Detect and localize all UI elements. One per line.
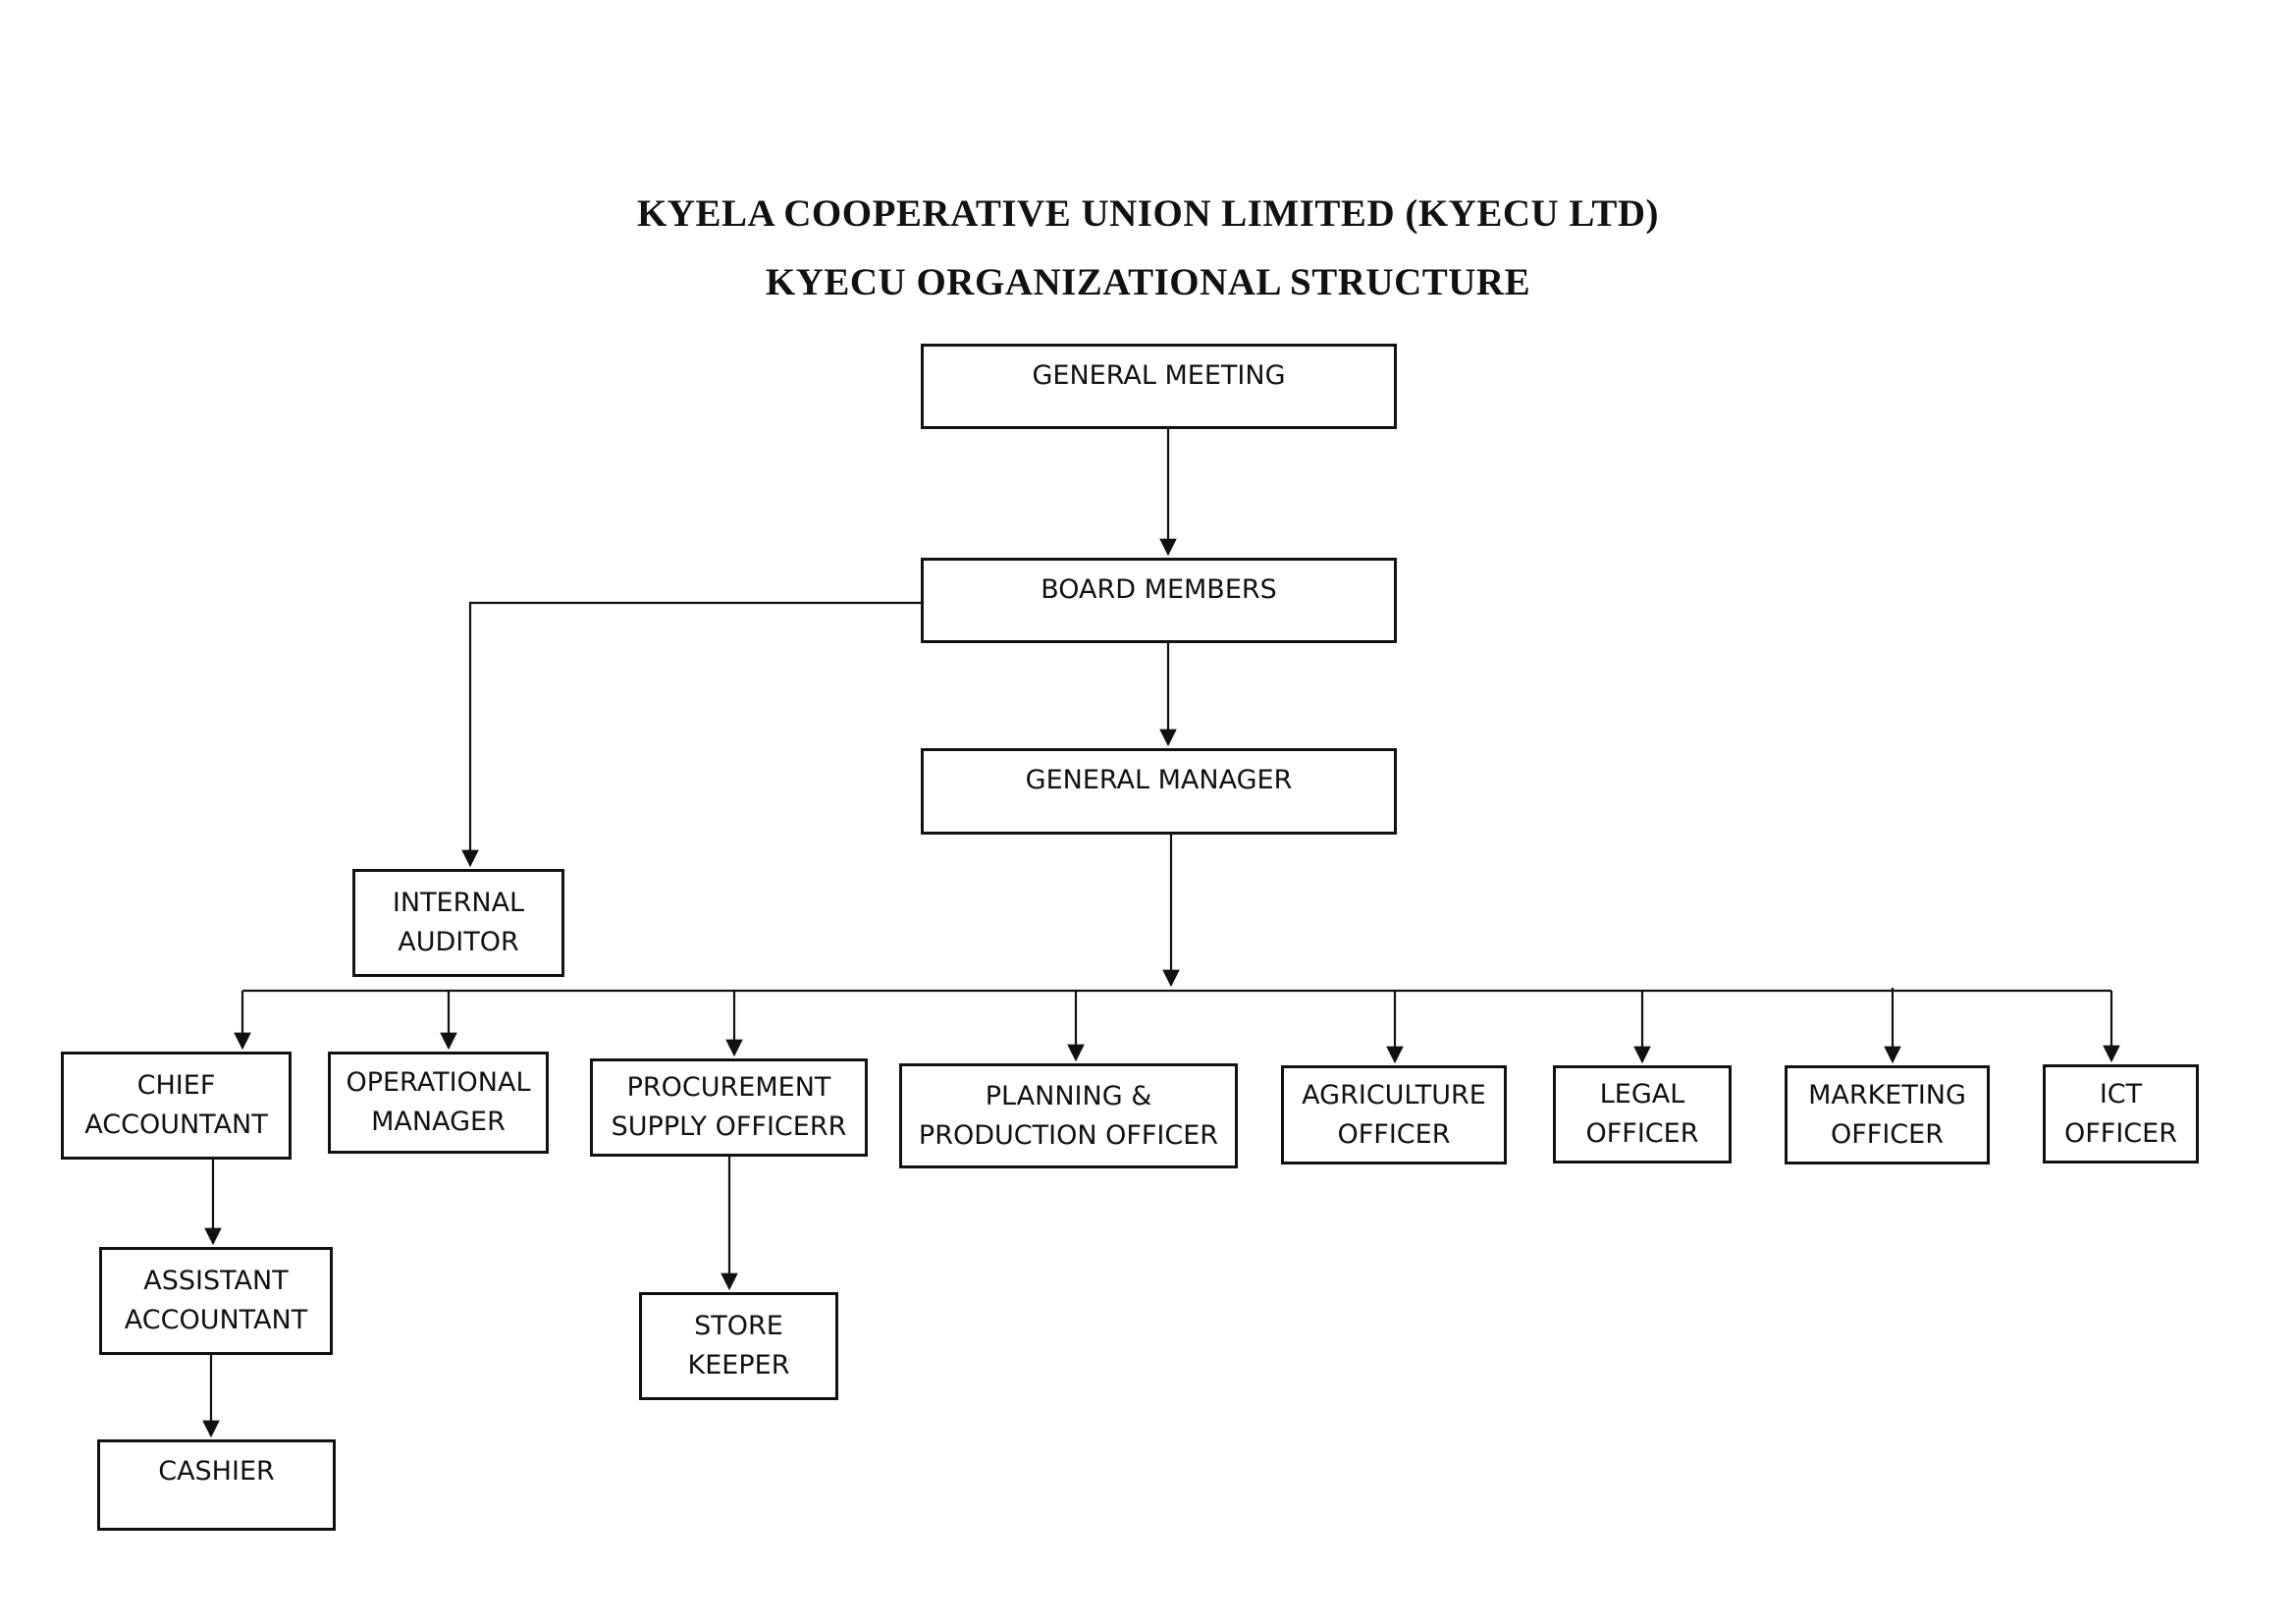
node-marketing-officer: MARKETING OFFICER [1785, 1065, 1990, 1164]
node-label-line-2: OFFICER [1337, 1118, 1451, 1150]
diagram-subtitle: KYECU ORGANIZATIONAL STRUCTURE [765, 261, 1531, 303]
diagram-title: KYELA COOPERATIVE UNION LIMITED (KYECU L… [636, 192, 1660, 235]
node-label-line-2: MANAGER [371, 1107, 506, 1137]
node-internal-auditor: INTERNAL AUDITOR [352, 869, 564, 977]
node-label-line-2: SUPPLY OFFICERR [611, 1111, 847, 1142]
node-label: CASHIER [158, 1456, 275, 1487]
node-label-line-2: ACCOUNTANT [124, 1305, 308, 1335]
node-label-line-1: PLANNING & [985, 1080, 1152, 1111]
node-procurement-supply-officer: PROCUREMENT SUPPLY OFFICERR [590, 1058, 868, 1157]
edge-board-to-auditor [461, 601, 921, 868]
node-label-line-1: ASSISTANT [143, 1266, 289, 1296]
node-ict-officer: ICT OFFICER [2043, 1064, 2199, 1164]
node-label-line-1: LEGAL [1599, 1079, 1685, 1110]
node-label-line-1: MARKETING [1808, 1079, 1966, 1110]
node-label-line-2: OFFICER [1831, 1118, 1944, 1150]
node-label-line-1: AGRICULTURE [1302, 1079, 1486, 1110]
node-label-line-2: KEEPER [687, 1350, 790, 1380]
node-label: GENERAL MEETING [1032, 360, 1286, 391]
node-operational-manager: OPERATIONAL MANAGER [328, 1052, 549, 1154]
node-label-line-1: CHIEF [136, 1070, 216, 1101]
node-label: BOARD MEMBERS [1041, 574, 1277, 605]
node-label-line-2: OFFICER [1585, 1118, 1699, 1149]
node-store-keeper: STORE KEEPER [639, 1292, 838, 1400]
node-cashier: CASHIER [97, 1439, 336, 1531]
node-label-line-1: INTERNAL [392, 888, 525, 918]
node-board-members: BOARD MEMBERS [921, 558, 1397, 643]
node-general-manager: GENERAL MANAGER [921, 748, 1397, 835]
node-label: GENERAL MANAGER [1025, 765, 1293, 795]
node-label-line-1: OPERATIONAL [346, 1067, 531, 1098]
node-agriculture-officer: AGRICULTURE OFFICER [1281, 1065, 1507, 1164]
node-assistant-accountant: ASSISTANT ACCOUNTANT [99, 1247, 333, 1355]
node-label-line-2: PRODUCTION OFFICER [918, 1119, 1219, 1151]
node-label-line-2: OFFICER [2064, 1117, 2177, 1149]
node-planning-production-officer: PLANNING & PRODUCTION OFFICER [899, 1063, 1238, 1168]
node-legal-officer: LEGAL OFFICER [1553, 1065, 1732, 1164]
node-label-line-2: AUDITOR [398, 927, 519, 957]
node-label-line-1: ICT [2099, 1078, 2143, 1110]
node-general-meeting: GENERAL MEETING [921, 344, 1397, 429]
node-label-line-2: ACCOUNTANT [84, 1110, 268, 1140]
node-chief-accountant: CHIEF ACCOUNTANT [61, 1052, 292, 1160]
node-label-line-1: PROCUREMENT [626, 1072, 831, 1103]
node-label-line-1: STORE [694, 1311, 783, 1341]
